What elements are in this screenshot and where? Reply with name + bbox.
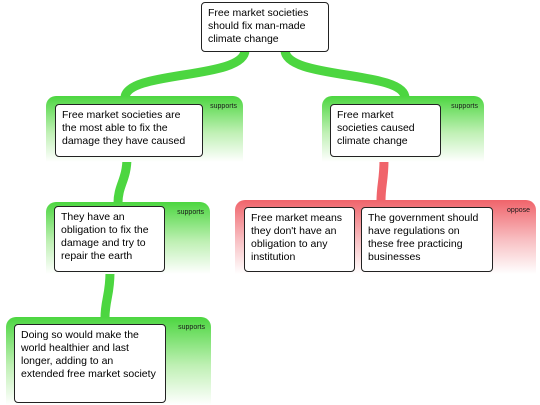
group-label-left-bottom: supports	[178, 324, 205, 331]
claim-oppose-1-text: Free market means they don't have an obl…	[251, 212, 343, 263]
claim-left-bottom[interactable]: Doing so would make the world healthier …	[14, 324, 166, 403]
claim-left-mid[interactable]: They have an obligation to fix the damag…	[54, 206, 165, 272]
connector-left-mid-to-left-bottom	[100, 267, 115, 323]
claim-oppose-2[interactable]: The government should have regulations o…	[361, 207, 493, 272]
claim-left-bottom-text: Doing so would make the world healthier …	[21, 329, 156, 380]
claim-right-top-text: Free market societies caused climate cha…	[337, 109, 415, 147]
group-label-right-mid: oppose	[507, 207, 530, 214]
group-label-left-top: supports	[210, 103, 237, 110]
claim-oppose-1[interactable]: Free market means they don't have an obl…	[244, 207, 355, 272]
claim-left-top-text: Free market societies are the most able …	[62, 109, 186, 147]
claim-right-top[interactable]: Free market societies caused climate cha…	[330, 104, 441, 157]
group-label-right-top: supports	[451, 103, 478, 110]
claim-left-top[interactable]: Free market societies are the most able …	[55, 104, 203, 157]
root-claim-text: Free market societies should fix man-mad…	[208, 7, 309, 45]
claim-left-mid-text: They have an obligation to fix the damag…	[61, 211, 149, 262]
root-claim[interactable]: Free market societies should fix man-mad…	[201, 2, 329, 52]
group-label-left-mid: supports	[177, 209, 204, 216]
claim-oppose-2-text: The government should have regulations o…	[368, 212, 479, 263]
connector-left-top-to-left-mid	[113, 152, 132, 208]
connector-root-to-right-top	[280, 45, 410, 103]
connector-right-top-to-oppose	[376, 155, 389, 206]
connector-root-to-left-top	[120, 45, 250, 103]
